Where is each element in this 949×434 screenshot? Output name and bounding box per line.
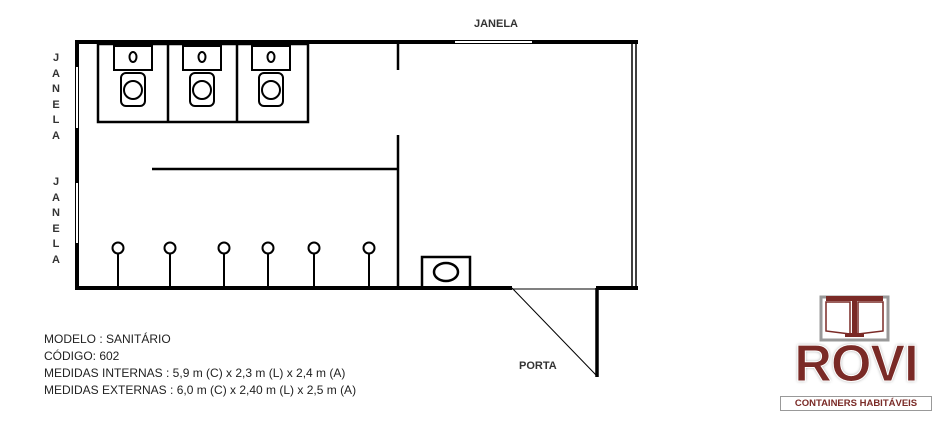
external-dimensions: MEDIDAS EXTERNAS : 6,0 m (C) x 2,40 m (L… bbox=[44, 383, 357, 397]
top-window-label: JANELA bbox=[474, 18, 519, 30]
door-label: PORTA bbox=[519, 360, 557, 372]
logo-emblem bbox=[819, 295, 890, 342]
stalls-box bbox=[96, 42, 310, 124]
sink-icon bbox=[362, 241, 376, 287]
sink-icon bbox=[307, 241, 321, 287]
toilet-icon bbox=[182, 45, 222, 107]
toilet-icon bbox=[251, 45, 291, 107]
code: CÓDIGO: 602 bbox=[44, 349, 120, 363]
fixture-basin bbox=[432, 261, 460, 283]
logo-name: ROVI bbox=[794, 335, 919, 394]
specs-block: MODELO : SANITÁRIO CÓDIGO: 602 MEDIDAS I… bbox=[44, 331, 356, 399]
logo-tagline: CONTAINERS HABITÁVEIS bbox=[780, 396, 932, 411]
sink-icon bbox=[111, 241, 125, 287]
model: MODELO : SANITÁRIO bbox=[44, 332, 171, 346]
internal-dimensions: MEDIDAS INTERNAS : 5,9 m (C) x 2,3 m (L)… bbox=[44, 366, 346, 380]
door-swing bbox=[511, 287, 597, 376]
sink-icon bbox=[261, 241, 275, 287]
rovi-logo: ROVI CONTAINERS HABITÁVEIS bbox=[776, 289, 936, 417]
floor-drain-fixture bbox=[420, 255, 472, 290]
sink-icon bbox=[163, 241, 177, 287]
left-window-label-1: JANELA bbox=[52, 52, 60, 142]
left-window-label-2: JANELA bbox=[52, 176, 60, 266]
toilet-icon bbox=[113, 45, 153, 107]
sink-icon bbox=[217, 241, 231, 287]
